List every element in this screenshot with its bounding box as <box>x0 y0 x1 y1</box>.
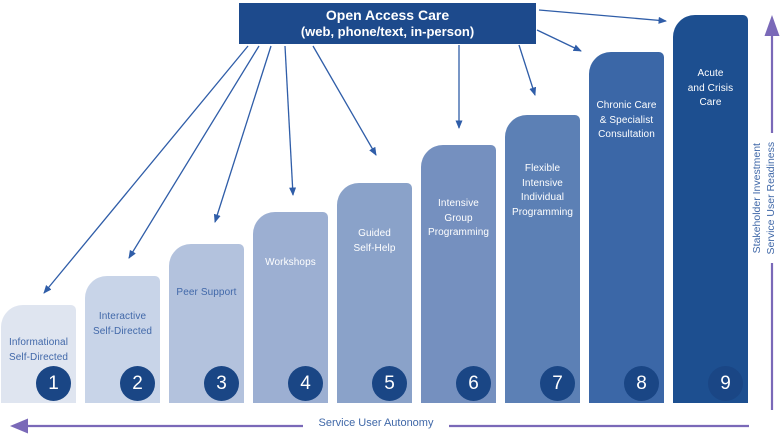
right-axis-line2: Service User Readiness <box>765 141 778 255</box>
step-number-badge: 3 <box>204 366 239 401</box>
step-number-badge: 2 <box>120 366 155 401</box>
step-3-bar: Peer Support 3 <box>169 244 244 403</box>
step-7-bar: Flexible Intensive Individual Programmin… <box>505 115 580 403</box>
step-number-badge: 9 <box>708 366 743 401</box>
step-6-bar: Intensive Group Programming 6 <box>421 145 496 403</box>
step-number-badge: 1 <box>36 366 71 401</box>
arrow-to-step-7 <box>518 44 537 96</box>
arrow-to-step-9 <box>538 9 667 24</box>
step-number-badge: 6 <box>456 366 491 401</box>
step-label: Guided Self-Help <box>353 228 396 254</box>
arrow-to-step-1 <box>43 45 249 294</box>
arrow-to-step-4 <box>284 45 297 196</box>
open-access-care-box: Open Access Care (web, phone/text, in-pe… <box>239 3 536 44</box>
right-axis-line1: Stakeholder Investment <box>750 142 763 254</box>
up-arrowhead-icon <box>764 15 780 36</box>
step-label: Acute and Crisis Care <box>687 68 734 108</box>
step-number-badge: 7 <box>540 366 575 401</box>
step-9-bar: Acute and Crisis Care 9 <box>673 15 748 403</box>
arrow-to-step-3 <box>213 45 272 223</box>
step-label: Interactive Self-Directed <box>92 311 153 337</box>
step-4-bar: Workshops 4 <box>253 212 328 403</box>
step-label: Chronic Care & Specialist Consultation <box>596 100 657 140</box>
step-number-badge: 5 <box>372 366 407 401</box>
step-1-bar: Informational Self-Directed 1 <box>1 305 76 403</box>
left-arrowhead-icon <box>10 418 28 434</box>
header-subtitle: (web, phone/text, in-person) <box>300 24 475 40</box>
step-label: Workshops <box>265 257 316 268</box>
arrow-to-step-8 <box>536 29 582 52</box>
step-label: Flexible Intensive Individual Programmin… <box>511 163 574 218</box>
step-8-bar: Chronic Care & Specialist Consultation 8 <box>589 52 664 403</box>
step-label: Peer Support <box>176 287 237 298</box>
step-number-badge: 8 <box>624 366 659 401</box>
step-label: Informational Self-Directed <box>8 337 69 363</box>
service-user-autonomy-label: Service User Autonomy <box>318 417 434 429</box>
header-title: Open Access Care <box>325 6 450 23</box>
step-5-bar: Guided Self-Help 5 <box>337 183 412 403</box>
arrow-to-step-2 <box>128 45 260 259</box>
open-access-arrows <box>43 9 667 294</box>
arrow-to-step-5 <box>312 45 377 156</box>
service-user-autonomy-axis-line <box>10 418 749 434</box>
step-number-badge: 4 <box>288 366 323 401</box>
step-label: Intensive Group Programming <box>427 198 490 238</box>
step-2-bar: Interactive Self-Directed 2 <box>85 276 160 403</box>
stakeholder-investment-axis-line <box>764 15 780 410</box>
